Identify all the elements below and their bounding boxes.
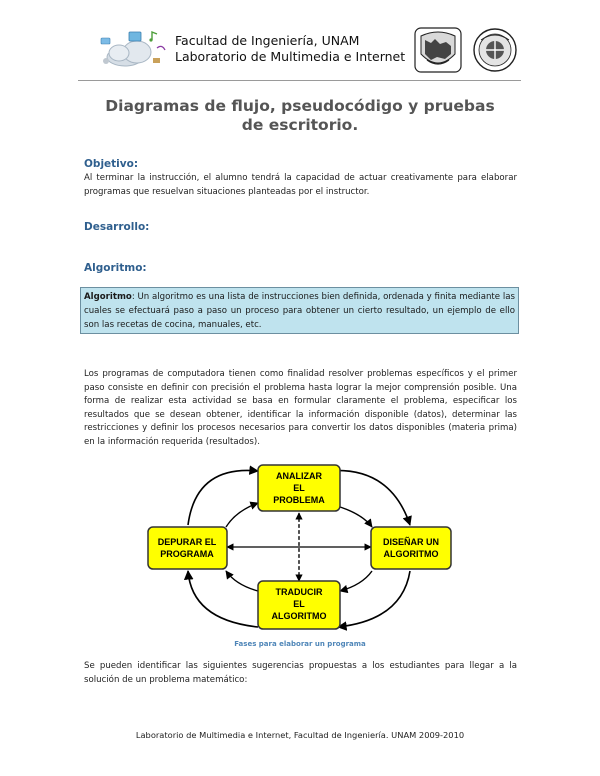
arrow-bottom-inner-left [225,570,259,592]
phase-debug-box: DEPURAR EL PROGRAMA [147,526,228,570]
closing-paragraph: Se pueden identificar las siguientes sug… [84,661,517,685]
phase-design-line1: DISEÑAR UN [383,537,439,547]
definition-term: Algoritmo [84,292,132,302]
multimedia-cloud-logo [100,30,166,67]
header-institution: Facultad de Ingeniería, UNAM Laboratorio… [175,33,405,65]
header-divider [78,80,521,81]
objetivo-heading: Objetivo: [84,158,139,170]
header-faculty: Facultad de Ingeniería, UNAM [175,33,360,48]
arrow-left-inner-top [225,501,259,528]
program-phases-diagram: ANALIZAR EL PROBLEMA DISEÑAR UN ALGORITM… [147,464,452,631]
unam-seal-icon [414,27,462,73]
phase-analyze-line3: PROBLEMA [273,495,325,505]
header-lab: Laboratorio de Multimedia e Internet [175,49,406,64]
engineering-seal-icon [473,28,517,72]
arrow-right-to-bottom [337,570,411,631]
algoritmo-heading: Algoritmo: [84,262,147,274]
desarrollo-heading: Desarrollo: [84,221,150,233]
objetivo-text: Al terminar la instrucción, el alumno te… [84,173,517,197]
body-paragraph: Los programas de computadora tienen como… [84,369,517,447]
arrow-bottom-to-left [183,570,259,628]
phase-analyze-line1: ANALIZAR [276,471,322,481]
phase-translate-line3: ALGORITMO [272,611,327,621]
phase-translate-box: TRADUCIR EL ALGORITMO [257,580,341,630]
phase-design-line2: ALGORITMO [384,549,439,559]
arrow-right-inner-bottom [339,570,373,594]
phase-debug-line1: DEPURAR EL [158,537,217,547]
phase-translate-line1: TRADUCIR [276,587,323,597]
unam-seals [414,27,517,73]
arrow-left-to-top [187,465,259,526]
phase-analyze-box: ANALIZAR EL PROBLEMA [257,464,341,512]
document-title: Diagramas de flujo, pseudocódigo y prueb… [105,97,495,134]
definition-text: : Un algoritmo es una lista de instrucci… [84,292,515,330]
phase-analyze-line2: EL [293,483,305,493]
phase-design-box: DISEÑAR UN ALGORITMO [370,526,452,570]
phase-debug-line2: PROGRAMA [160,549,214,559]
phase-translate-line2: EL [293,599,305,609]
page-footer: Laboratorio de Multimedia e Internet, Fa… [135,730,465,740]
diagram-caption: Fases para elaborar un programa [234,640,366,648]
algorithm-definition-box: Algoritmo: Un algoritmo es una lista de … [80,287,519,334]
